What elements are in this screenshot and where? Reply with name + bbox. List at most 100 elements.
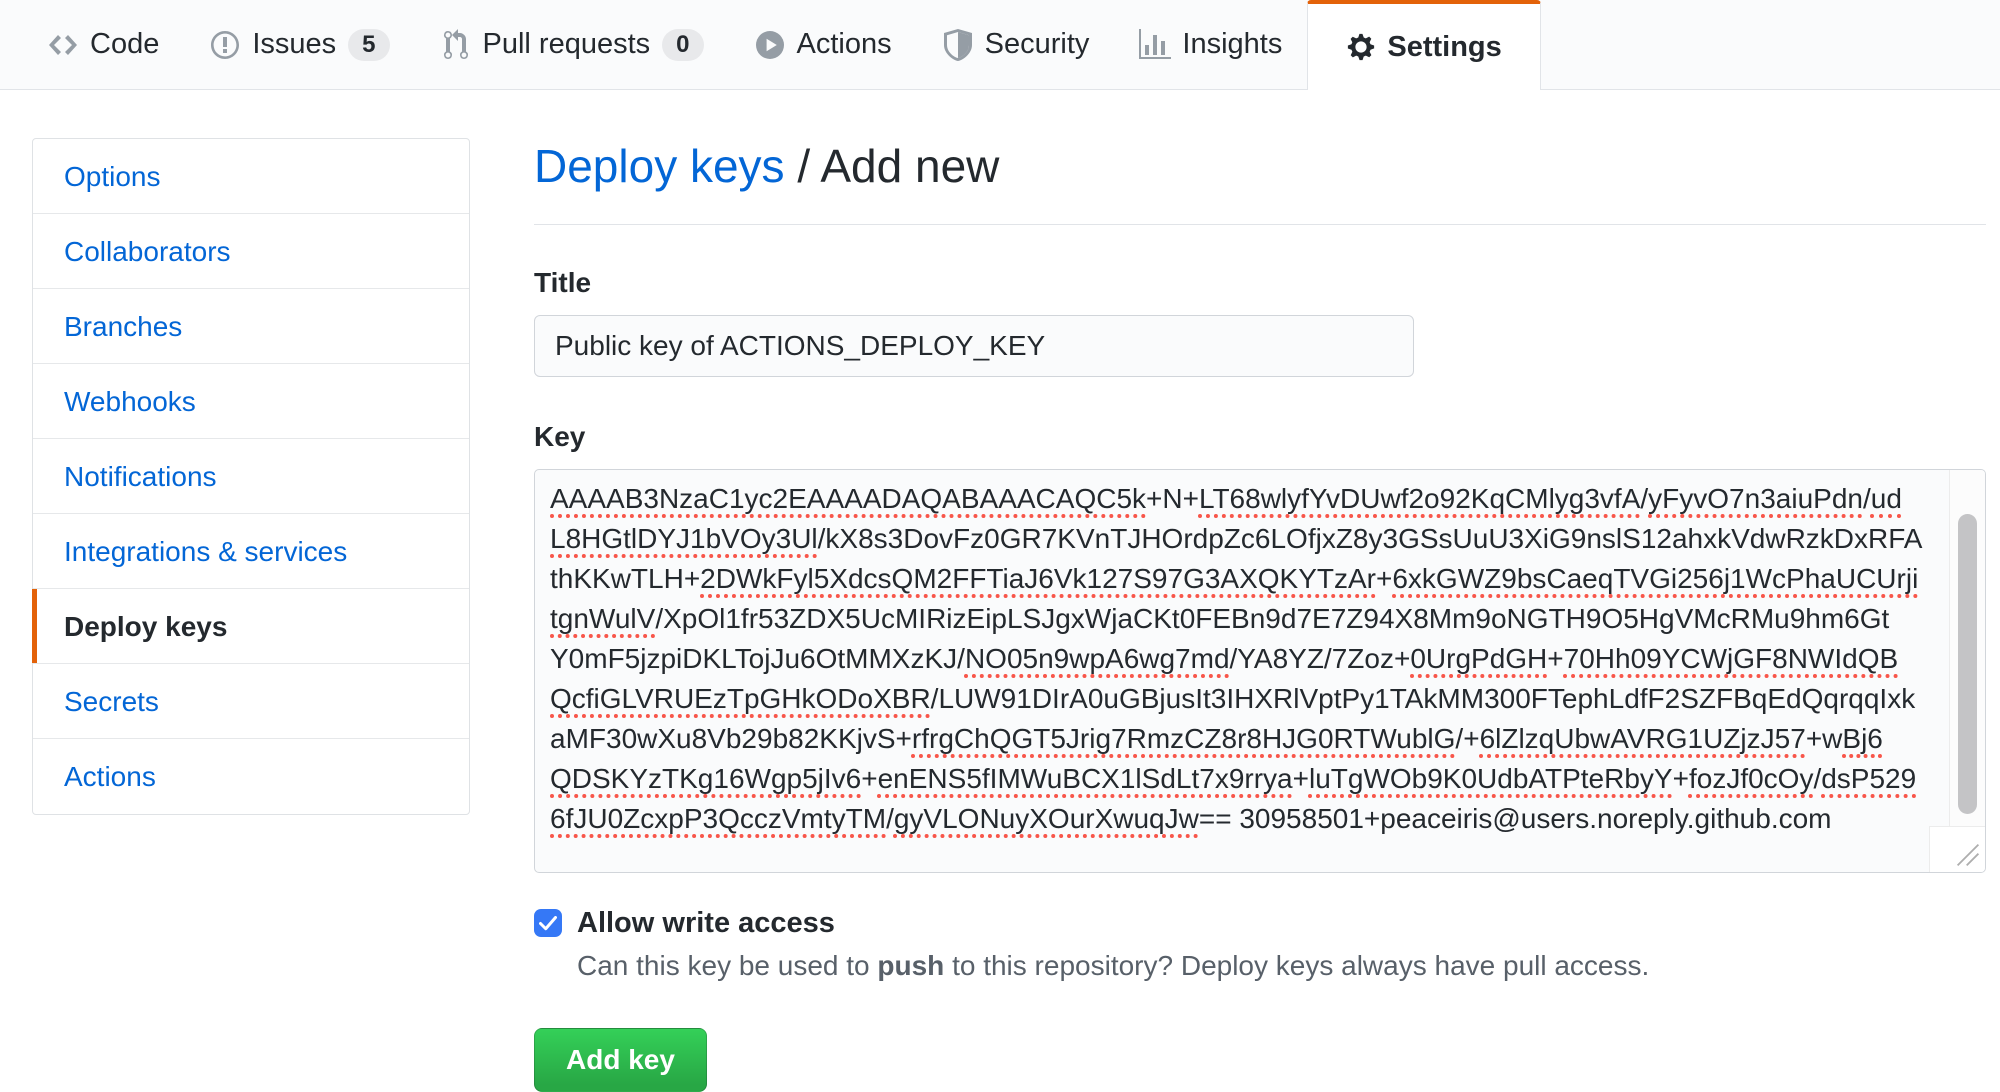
key-text-line: tgnWulV/XpOl1fr53ZDX5UcMIRizEipLSJgxWjaC… — [550, 599, 1929, 639]
textarea-scrollbar-track[interactable] — [1949, 469, 1985, 826]
textarea-resize-grip[interactable] — [1929, 825, 1985, 872]
allow-write-access-checkbox[interactable] — [534, 909, 562, 937]
tab-code[interactable]: Code — [22, 0, 184, 89]
key-text-segment: rfrgChQGT5Jrig7RmzCZ8r8HJG0RTWublG — [911, 722, 1456, 754]
key-text-segment: /+ — [1455, 722, 1480, 754]
key-text-segment: /XpOl1fr53ZDX5UcMIRizEipLSJgxWjaCKt0FEBn… — [655, 602, 1890, 634]
key-text-line: aMF30wXu8Vb29b82KKjvS+rfrgChQGT5Jrig7Rmz… — [550, 719, 1929, 759]
key-text-segment: /YA8YZ/7Zoz+ — [1229, 642, 1411, 674]
key-text-line: 6fJU0ZcxpP3QcczVmtyTM/gyVLONuyXOurXwuqJw… — [550, 799, 1929, 839]
tab-actions[interactable]: Actions — [729, 0, 917, 89]
tab-label: Issues — [252, 28, 337, 60]
key-text-segment: 6fJU0ZcxpP3QcczVmtyTM — [550, 802, 887, 834]
key-text-segment: aMF30wXu8Vb29b82KKjvS+ — [550, 722, 912, 754]
key-text-segment: Y0mF5jzpiDKLTojJu6OtMMXzKJ/ — [550, 642, 965, 674]
description-text: Can this key be used to — [577, 949, 878, 981]
key-text-segment: / — [1640, 482, 1649, 514]
key-text-segment: AAAAB3NzaC1yc2EAAAADAQABAAACAQC5k — [550, 482, 1147, 514]
sidebar-item-collaborators[interactable]: Collaborators — [33, 214, 469, 289]
key-text-segment: + — [1376, 562, 1393, 594]
tab-label: Security — [984, 28, 1090, 60]
title-input[interactable] — [534, 314, 1414, 377]
settings-page: Options Collaborators Branches Webhooks … — [0, 90, 2000, 1092]
key-text-line: L8HGtlDYJ1bVOy3Ul/kX8s3DovFz0GR7KVnTJHOr… — [550, 519, 1929, 559]
graph-icon — [1139, 28, 1172, 59]
shield-icon — [943, 28, 972, 61]
key-text-segment: thKKwTLH+ — [550, 562, 701, 594]
key-text-segment: 6xkGWZ9bsCaeqTVGi256j1WcPhaUCUrji — [1392, 562, 1919, 594]
issue-opened-icon — [211, 30, 240, 59]
settings-sidebar: Options Collaborators Branches Webhooks … — [32, 138, 470, 815]
sidebar-item-webhooks[interactable]: Webhooks — [33, 364, 469, 439]
code-icon — [49, 34, 77, 55]
allow-write-access-label[interactable]: Allow write access — [577, 906, 835, 939]
play-icon — [755, 30, 784, 59]
breadcrumb-current: Add new — [820, 140, 1000, 192]
key-text-segment: yFyvO7n3aiuPdn — [1648, 482, 1863, 514]
tab-label: Settings — [1387, 30, 1502, 63]
add-key-button[interactable]: Add key — [534, 1027, 707, 1092]
tab-insights[interactable]: Insights — [1114, 0, 1307, 89]
heading-divider — [534, 223, 1986, 225]
gear-icon — [1348, 33, 1375, 61]
key-text-segment: / — [1862, 482, 1871, 514]
key-text-line: thKKwTLH+2DWkFyl5XdcsQM2FFTiaJ6Vk127S97G… — [550, 559, 1929, 599]
issues-count-badge: 5 — [348, 28, 390, 61]
tab-security[interactable]: Security — [917, 0, 1115, 89]
breadcrumb-separator: / — [784, 140, 821, 192]
key-text-line: Y0mF5jzpiDKLTojJu6OtMMXzKJ/NO05n9wpA6wg7… — [550, 639, 1929, 679]
description-push-word: push — [877, 949, 945, 981]
key-text-segment: 2DWkFyl5XdcsQM2FFTiaJ6Vk127S97G3AXQKYTzA… — [700, 562, 1376, 594]
deploy-keys-breadcrumb-link[interactable]: Deploy keys — [534, 140, 785, 192]
sidebar-item-secrets[interactable]: Secrets — [33, 664, 469, 739]
key-text-segment: / — [886, 802, 894, 834]
key-text-line: QcfiGLVRUEzTpGHkODoXBR/LUW91DIrA0uGBjusI… — [550, 679, 1929, 719]
key-text-segment: / — [1813, 762, 1822, 794]
key-text-segment: Bj6 — [1842, 722, 1883, 754]
key-text-segment: + — [1672, 762, 1689, 794]
key-text-segment: luTgWOb9K0UdbATPteRbyY — [1308, 762, 1673, 794]
tab-settings[interactable]: Settings — [1307, 0, 1541, 90]
key-text-segment: + — [1292, 762, 1309, 794]
key-text-segment: 0UrgPdGH — [1410, 642, 1548, 674]
tab-label: Pull requests — [482, 28, 651, 60]
key-text-line: AAAAB3NzaC1yc2EAAAADAQABAAACAQC5k+N+LT68… — [550, 479, 1929, 519]
sidebar-item-integrations-services[interactable]: Integrations & services — [33, 514, 469, 589]
tab-label: Code — [90, 28, 160, 60]
key-text-segment: +N+ — [1146, 482, 1199, 514]
key-text-segment: NO05n9wpA6wg7md — [964, 642, 1230, 674]
key-text: AAAAB3NzaC1yc2EAAAADAQABAAACAQC5k+N+LT68… — [550, 479, 1929, 839]
tab-label: Insights — [1182, 28, 1283, 60]
key-text-segment: LT68wlyfYvDUwf2o92KqCMlyg3vfA — [1198, 482, 1641, 514]
key-textarea[interactable]: AAAAB3NzaC1yc2EAAAADAQABAAACAQC5k+N+LT68… — [534, 468, 1986, 873]
key-text-segment: 70Hh09YCWjGF8NWIdQB — [1563, 642, 1899, 674]
sidebar-item-deploy-keys[interactable]: Deploy keys — [32, 589, 469, 664]
key-text-segment: enENS5fIMWuBCX1lSdLt7x9rrya — [877, 762, 1293, 794]
key-text-segment: QDSKYzTKg16Wgp5jIv6 — [550, 762, 862, 794]
tab-label: Actions — [796, 28, 892, 60]
write-access-description: Can this key be used to push to this rep… — [577, 950, 1986, 982]
sidebar-item-actions[interactable]: Actions — [64, 761, 156, 792]
sidebar-item-notifications[interactable]: Notifications — [33, 439, 469, 514]
key-text-segment: + — [1547, 642, 1564, 674]
page-title: Deploy keys / Add new — [534, 138, 1986, 196]
resize-grip-icon — [1956, 843, 1980, 866]
tab-pull-requests[interactable]: Pull requests 0 — [415, 0, 729, 89]
key-text-segment: /kX8s3DovFz0GR7KVnTJHOrdpZc6LOfjxZ8y3GSs… — [817, 522, 1923, 554]
key-text-segment: dsP529 — [1821, 762, 1917, 794]
sidebar-item-branches[interactable]: Branches — [33, 289, 469, 364]
key-text-segment: 6lZlzqUbwAVRG1UZjzJ57 — [1479, 722, 1806, 754]
key-text-segment: +w — [1805, 722, 1843, 754]
key-text-segment: gyVLONuyXOurXwuqJw — [893, 802, 1199, 834]
tab-issues[interactable]: Issues 5 — [184, 0, 414, 89]
textarea-scrollbar-thumb[interactable] — [1958, 513, 1977, 814]
key-text-segment: ud — [1870, 482, 1902, 514]
sidebar-item-options[interactable]: Options — [33, 139, 469, 214]
pull-requests-count-badge: 0 — [662, 28, 704, 61]
key-field-label: Key — [534, 420, 586, 452]
key-text-segment: QcfiGLVRUEzTpGHkODoXBR — [550, 682, 931, 714]
key-text-segment: tgnWulV — [550, 602, 656, 634]
key-text-segment: /LUW91DIrA0uGBjusIt3IHXRlVptPy1TAkMM300F… — [930, 682, 1916, 714]
deploy-key-form: Deploy keys / Add new Title Key AAAAB3Nz… — [534, 138, 1986, 1092]
key-text-line: QDSKYzTKg16Wgp5jIv6+enENS5fIMWuBCX1lSdLt… — [550, 759, 1929, 799]
